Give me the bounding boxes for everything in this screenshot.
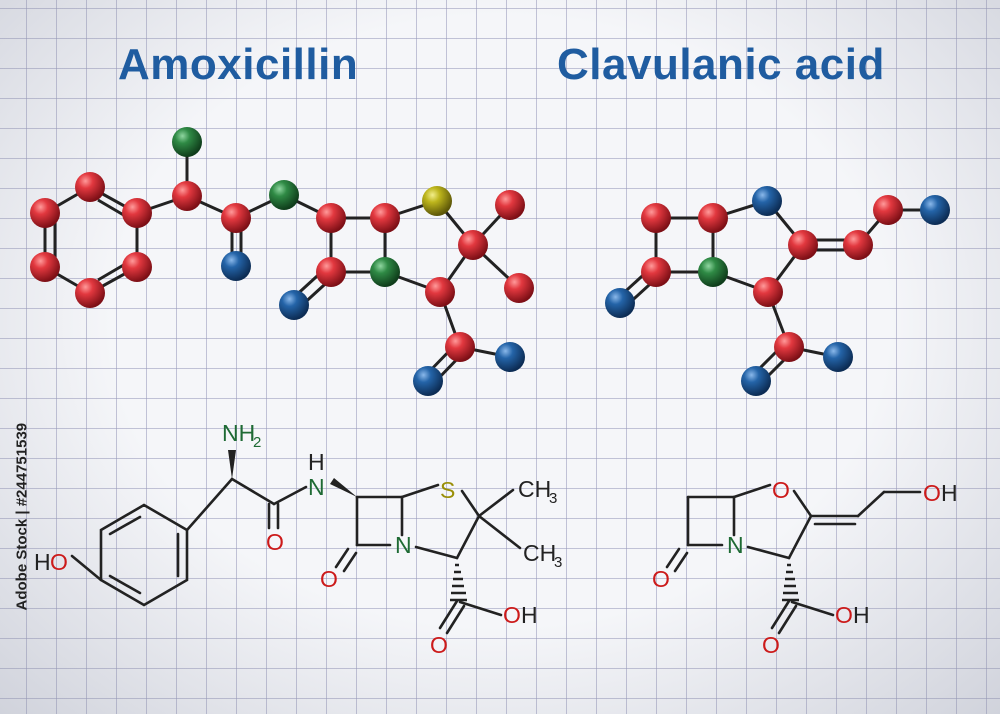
amide-h-label: H [308, 449, 325, 475]
acid-carbonyl-o-label: O [430, 632, 448, 658]
clav-lactam-o-label: O [652, 566, 670, 592]
clav-acid-oh-o-label: O [835, 602, 853, 628]
ch3-bottom-subscript: 3 [554, 554, 562, 571]
clavulanic-acid-atoms [605, 186, 950, 396]
nh2-label: NH [222, 420, 255, 446]
clav-acid-carbonyl-o-label: O [762, 632, 780, 658]
nh2-subscript: 2 [253, 434, 261, 451]
phenol-h-label: H [34, 549, 51, 575]
sulfur-label: S [440, 477, 455, 503]
lactam-n-label: N [395, 532, 412, 558]
acid-oh-o-label: O [503, 602, 521, 628]
ch3-bottom-label: CH [523, 540, 556, 566]
ch3-top-label: CH [518, 476, 551, 502]
ch3-top-subscript: 3 [549, 490, 557, 507]
lactam-o-label: O [320, 566, 338, 592]
clav-n-label: N [727, 532, 744, 558]
amox-hashed-bond [450, 563, 467, 602]
amide-o-label: O [266, 529, 284, 555]
clavulanic-acid-title: Clavulanic acid [557, 40, 885, 89]
clavulanic-acid-skeletal-formula [665, 483, 922, 635]
clav-oh-h-label: H [941, 480, 958, 506]
clav-ring-o-label: O [772, 477, 790, 503]
amoxicillin-title: Amoxicillin [118, 40, 359, 89]
amoxicillin-atoms [30, 127, 534, 396]
clav-acid-oh-h-label: H [853, 602, 870, 628]
acid-oh-h-label: H [521, 602, 538, 628]
amox-wedge-nh [330, 478, 357, 497]
phenol-o-label: O [50, 549, 68, 575]
clav-oh-o-label: O [923, 480, 941, 506]
amox-wedge-nh2 [228, 450, 236, 479]
amoxicillin-skeletal-formula [70, 477, 522, 635]
clav-hashed-bond [782, 563, 799, 602]
amide-n-label: N [308, 474, 325, 500]
